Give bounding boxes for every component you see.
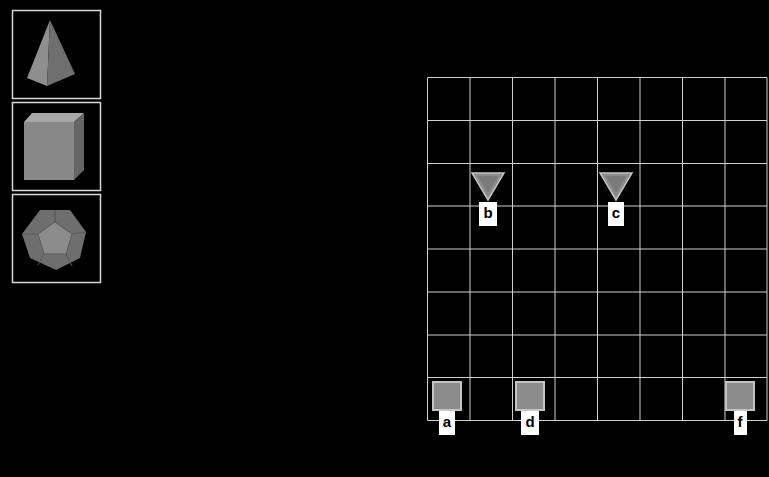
piece-label: c bbox=[608, 202, 624, 226]
square-piece bbox=[431, 380, 463, 411]
triangle-piece bbox=[596, 172, 636, 202]
board-grid bbox=[428, 78, 768, 421]
shape-palette bbox=[13, 11, 101, 283]
piece-label: a bbox=[439, 411, 455, 435]
piece-label: b bbox=[479, 202, 496, 226]
game-piece: a bbox=[431, 380, 463, 435]
game-piece: d bbox=[514, 380, 546, 435]
palette-slot bbox=[13, 103, 101, 191]
cube-icon bbox=[24, 113, 84, 180]
game-piece: f bbox=[724, 380, 756, 435]
game-piece: c bbox=[596, 172, 636, 226]
piece-label: f bbox=[734, 411, 747, 435]
game-piece: b bbox=[468, 172, 508, 226]
pyramid-icon bbox=[27, 20, 75, 86]
piece-label: d bbox=[521, 411, 538, 435]
dodecahedron-icon bbox=[22, 210, 86, 270]
palette-slot bbox=[13, 11, 101, 99]
square-piece bbox=[514, 380, 546, 411]
palette-slot bbox=[13, 195, 101, 283]
triangle-piece bbox=[468, 172, 508, 202]
square-piece bbox=[724, 380, 756, 411]
